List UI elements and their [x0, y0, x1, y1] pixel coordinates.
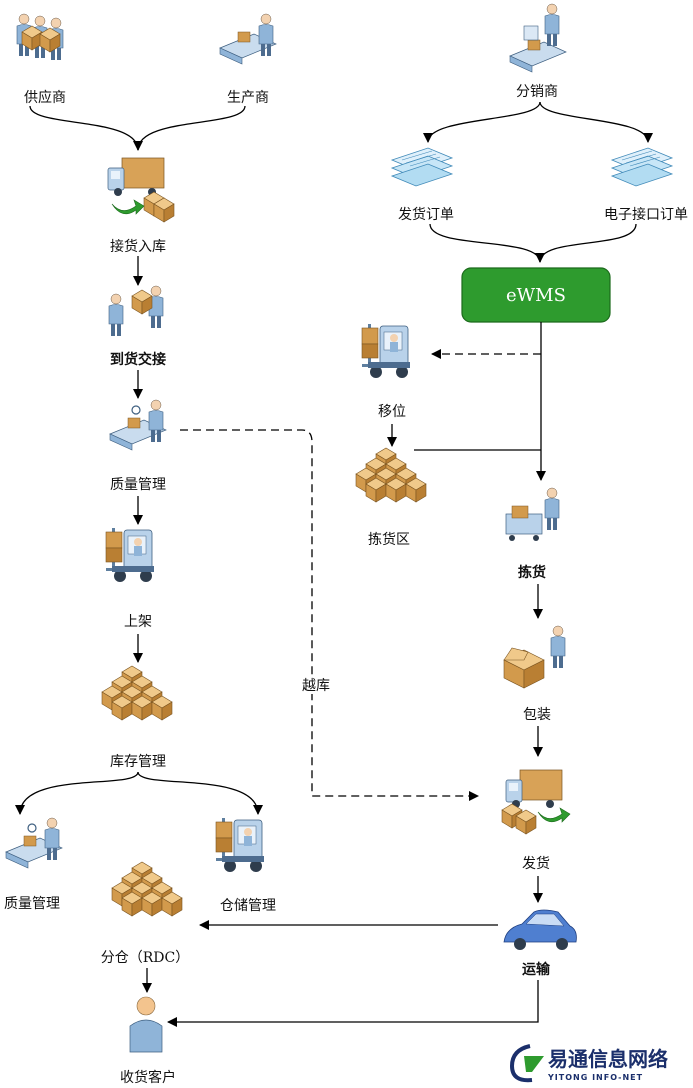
customer-icon — [129, 996, 163, 1053]
ewms-box — [461, 267, 611, 323]
picking-area-icon — [356, 448, 426, 502]
inventory-mgmt-label: 库存管理 — [110, 754, 166, 770]
producer-label: 生产商 — [227, 90, 269, 106]
logo-en-text: YITONG INFO-NET — [547, 1073, 643, 1082]
quality-mgmt-2-icon — [5, 817, 63, 869]
edge-cross-dock — [180, 429, 479, 801]
edi-order-label: 电子接口订单 — [604, 206, 688, 223]
rdc-icon — [112, 862, 182, 916]
transport-label: 运输 — [522, 961, 551, 978]
move-label: 移位 — [378, 404, 406, 420]
shelving-icon — [105, 527, 155, 583]
logo-leaf-icon — [524, 1056, 544, 1072]
edge-distributor-shipping-order — [423, 101, 541, 143]
ewms-label: eWMS — [506, 285, 566, 306]
customer-label: 收货客户 — [120, 1069, 176, 1086]
picking-label: 拣货 — [518, 564, 546, 581]
arrival-handover-icon — [108, 285, 164, 337]
logo-cn-text: 易通信息网络 — [548, 1047, 668, 1071]
inventory-mgmt-icon — [102, 666, 172, 720]
edge-distributor-edi-order — [539, 101, 653, 143]
move-icon — [361, 323, 411, 379]
rdc-label: 分仓（RDC） — [101, 950, 189, 966]
storage-mgmt-label: 仓储管理 — [220, 898, 276, 914]
edge-supplier-receiving — [29, 105, 143, 151]
packing-label: 包装 — [523, 707, 551, 723]
shelving-label: 上架 — [124, 614, 152, 630]
distributor-icon — [509, 3, 567, 73]
transport-icon — [503, 909, 577, 950]
arrival-handover-label: 到货交接 — [110, 351, 166, 368]
receiving-icon — [107, 157, 175, 223]
supplier-label: 供应商 — [24, 89, 66, 106]
edge-transport-customer — [167, 980, 539, 1027]
quality-mgmt-2-label: 质量管理 — [4, 896, 60, 912]
ship-icon — [501, 769, 571, 835]
picking-icon — [505, 487, 560, 541]
edge-shipping-order-ewms — [429, 223, 545, 263]
shipping-order-icon — [391, 147, 453, 187]
edge-edi-order-ewms — [539, 223, 637, 263]
receiving-label: 接货入库 — [110, 238, 166, 255]
cross-dock-label: 越库 — [302, 678, 330, 694]
logo-mark-icon — [509, 1044, 533, 1083]
quality-mgmt-label: 质量管理 — [110, 477, 166, 493]
packing-icon — [503, 625, 566, 689]
producer-icon — [219, 13, 277, 65]
edge-inventory-quality2 — [15, 771, 139, 815]
distributor-label: 分销商 — [516, 84, 558, 100]
company-logo: 易通信息网络 YITONG INFO-NET — [509, 1044, 668, 1083]
edi-order-icon — [611, 147, 673, 187]
quality-mgmt-icon — [109, 399, 167, 451]
edge-inventory-storage — [137, 771, 263, 815]
picking-area-label: 拣货区 — [368, 531, 410, 548]
storage-mgmt-icon — [215, 817, 265, 873]
ship-label: 发货 — [522, 855, 550, 872]
cross-dock-label-bg — [298, 676, 334, 694]
shipping-order-label: 发货订单 — [398, 206, 454, 223]
supplier-icon — [16, 13, 64, 61]
edge-producer-receiving — [137, 105, 246, 151]
